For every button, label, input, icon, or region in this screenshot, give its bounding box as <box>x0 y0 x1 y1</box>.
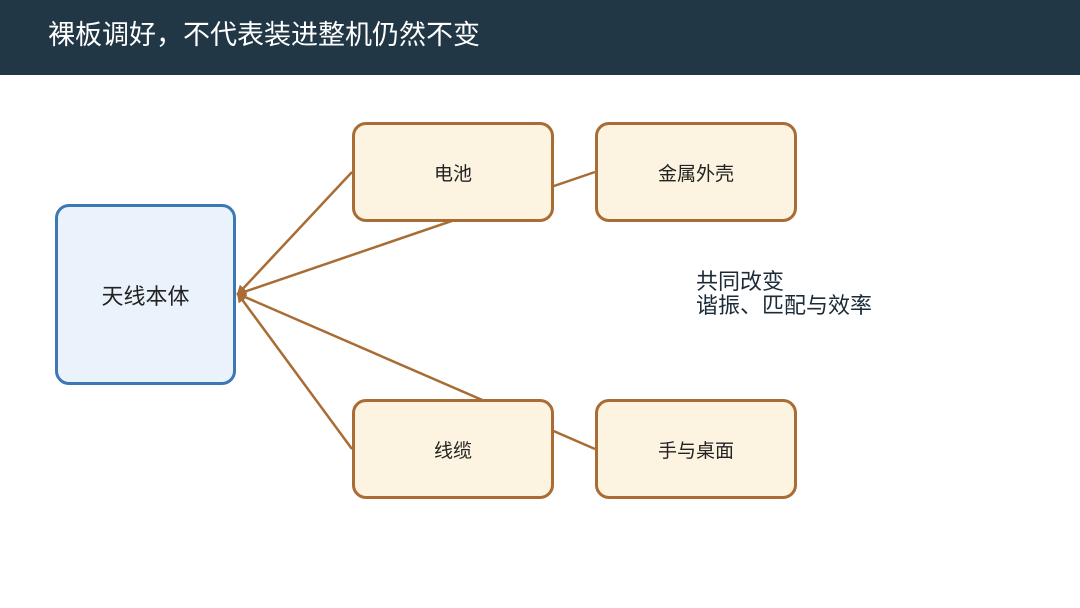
header-bar: 裸板调好，不代表装进整机仍然不变 <box>0 0 1080 75</box>
factor-battery-label: 电池 <box>433 162 472 185</box>
factor-metal-shell-label: 金属外壳 <box>657 162 734 185</box>
antenna-body-box: 天线本体 <box>55 204 236 385</box>
effect-note-line-1: 共同改变 <box>696 270 785 295</box>
factor-hand-desk-box: 手与桌面 <box>595 399 797 499</box>
effect-note-line-2: 谐振、匹配与效率 <box>696 294 873 319</box>
arrow-battery-to-antenna <box>236 171 353 296</box>
factor-metal-shell-box: 金属外壳 <box>595 122 797 222</box>
antenna-body-label: 天线本体 <box>101 284 190 310</box>
factor-battery-box: 电池 <box>352 122 554 222</box>
factor-hand-desk-label: 手与桌面 <box>657 439 734 462</box>
page-title: 裸板调好，不代表装进整机仍然不变 <box>48 20 480 51</box>
factor-cable-box: 线缆 <box>352 399 554 499</box>
factor-cable-label: 线缆 <box>433 439 472 462</box>
effect-note: 共同改变 谐振、匹配与效率 <box>696 271 872 319</box>
arrow-cable-to-antenna <box>236 292 354 450</box>
